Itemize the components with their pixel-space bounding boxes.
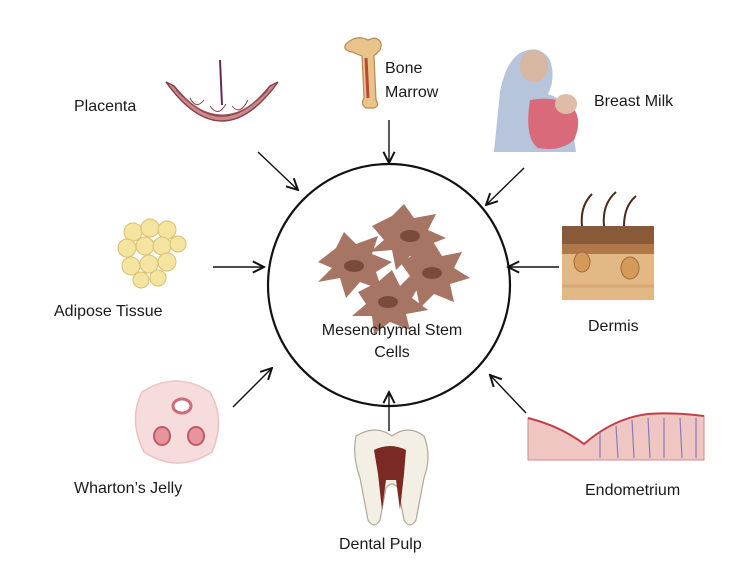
label-adipose: Adipose Tissue [54,303,163,320]
arrow-wharton [232,368,272,408]
label-placenta: Placenta [74,98,137,115]
bone-marrow-icon [344,37,382,109]
label-breast-milk: Breast Milk [594,93,674,110]
stem-cells-icon [318,204,470,334]
adipose-icon [117,218,187,289]
arrow-endometrium [490,375,527,414]
dermis-icon [562,191,654,300]
label-marrow: Marrow [385,84,439,101]
label-endometrium: Endometrium [585,482,681,499]
arrow-placenta [257,151,298,190]
arrows [213,120,559,431]
label-dental-pulp: Dental Pulp [339,536,422,553]
breast-milk-icon [494,49,579,153]
label-bone: Bone [385,60,423,77]
center-label-line2: Cells [374,344,410,361]
label-dermis: Dermis [588,318,639,335]
arrow-breast-milk [486,167,525,205]
center-label-line1: Mesenchymal Stem [321,322,463,339]
label-wharton: Wharton’s Jelly [74,480,183,497]
center-label: Mesenchymal Stem Cells [292,320,492,364]
placenta-icon [165,59,279,122]
endometrium-icon [527,412,705,461]
tooth-icon [354,429,429,526]
wharton-jelly-icon [134,380,220,464]
